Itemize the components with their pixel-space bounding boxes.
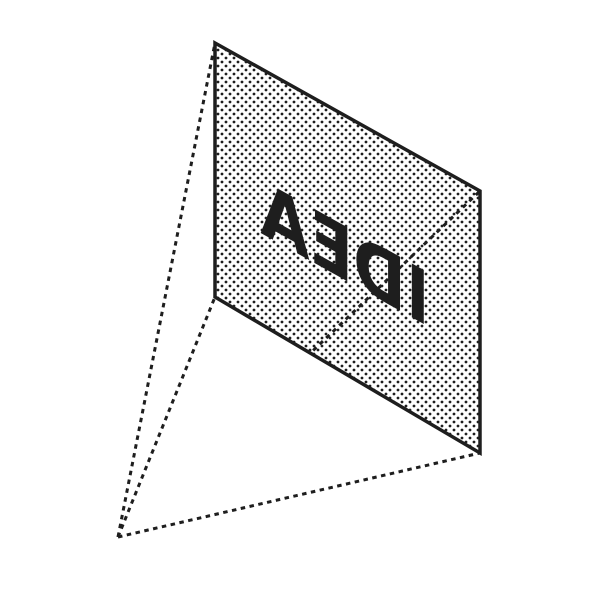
panel-outline: [213, 40, 482, 457]
ray-top-right-through-panel: [215, 189, 480, 453]
projection-rays: [116, 42, 481, 539]
ray-top-left: [116, 42, 217, 538]
halftone-panel: [215, 43, 480, 453]
ray-bottom-right: [117, 451, 481, 539]
ray-bottom-left: [116, 296, 217, 538]
